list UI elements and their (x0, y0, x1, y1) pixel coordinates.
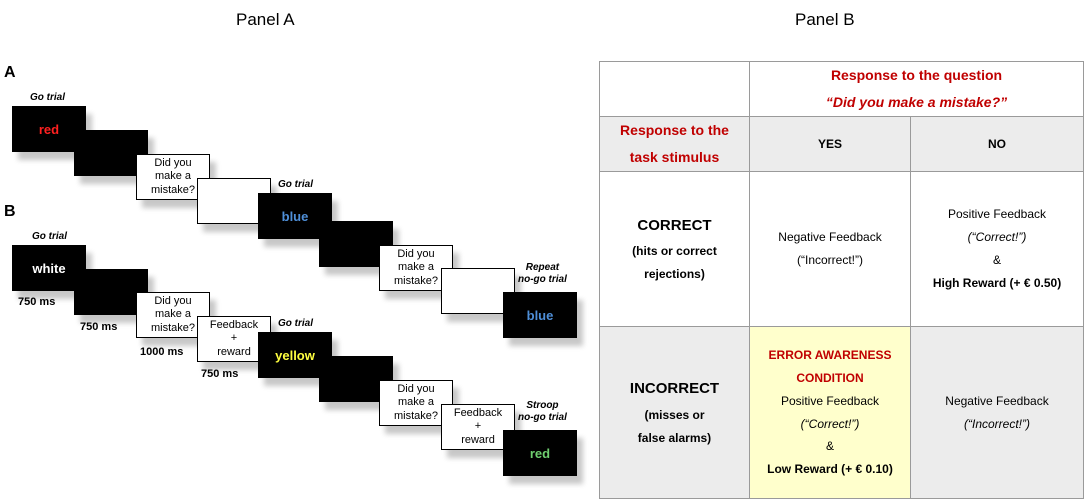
row-correct-header: CORRECT (hits or correct rejections) (599, 171, 750, 327)
stimulus-text: red (529, 445, 551, 461)
feedback-text: Feedback + reward (453, 407, 503, 446)
stimulus-frame-white: white (12, 245, 86, 291)
question-frame-b2: Did you make a mistake? (379, 380, 453, 426)
caption-go-trial-2: Go trial (278, 179, 314, 190)
stimulus-text: red (38, 121, 60, 137)
table-row: INCORRECT (misses or false alarms) ERROR… (599, 326, 1084, 499)
duration-label: 750 ms (18, 296, 56, 308)
table-row: CORRECT (hits or correct rejections) Neg… (599, 171, 1084, 327)
caption-repeat-no-go: Repeat no-go trial (518, 262, 567, 285)
stimulus-frame-blue-repeat: blue (503, 292, 577, 338)
row-incorrect-header: INCORRECT (misses or false alarms) (599, 326, 750, 499)
blank-white-frame-2 (441, 268, 515, 314)
column-yes: YES (749, 116, 911, 172)
cell-incorrect-yes: ERROR AWARENESS CONDITION Positive Feedb… (749, 326, 911, 499)
table-row: Response to the question “Did you make a… (599, 61, 1084, 117)
question-text: Did you make a mistake? (150, 295, 196, 334)
panel-b-title: Panel B (795, 10, 855, 29)
label-b: B (4, 203, 16, 220)
question-text: Did you make a mistake? (393, 383, 439, 422)
caption-go-trial: Go trial (30, 92, 66, 103)
feedback-matrix-table: Response to the question “Did you make a… (599, 61, 1084, 499)
duration-label: 750 ms (201, 368, 239, 380)
stimulus-frame-red: red (12, 106, 86, 152)
question-header-cell: Response to the question “Did you make a… (748, 61, 1084, 117)
panel-a-title: Panel A (236, 10, 295, 29)
duration-label: 750 ms (80, 321, 118, 333)
question-text: Did you make a mistake? (150, 157, 196, 196)
stimulus-text: yellow (275, 347, 315, 363)
caption-stroop-no-go: Stroop no-go trial (518, 400, 567, 423)
question-text: Did you make a mistake? (393, 248, 439, 287)
stimulus-frame-red-stroop: red (503, 430, 577, 476)
column-no: NO (909, 116, 1084, 172)
table-row: Response to the task stimulus YES NO (599, 116, 1084, 172)
cell-correct-no: Positive Feedback (“Correct!”) & High Re… (909, 171, 1084, 327)
cell-correct-yes: Negative Feedback (“Incorrect!”) (749, 171, 911, 327)
task-header-cell: Response to the task stimulus (599, 116, 750, 172)
caption-go-trial-b: Go trial (32, 231, 68, 242)
stimulus-text: white (32, 260, 66, 276)
label-a: A (4, 64, 16, 81)
empty-corner-cell (599, 61, 750, 117)
feedback-text: Feedback + reward (209, 319, 259, 358)
blank-frame (74, 130, 148, 176)
duration-label: 1000 ms (140, 346, 184, 358)
stimulus-text: blue (281, 208, 309, 224)
caption-go-trial-b2: Go trial (278, 318, 314, 329)
feedback-frame-2: Feedback + reward (441, 404, 515, 450)
stimulus-text: blue (526, 307, 554, 323)
cell-incorrect-no: Negative Feedback (“Incorrect!”) (909, 326, 1084, 499)
